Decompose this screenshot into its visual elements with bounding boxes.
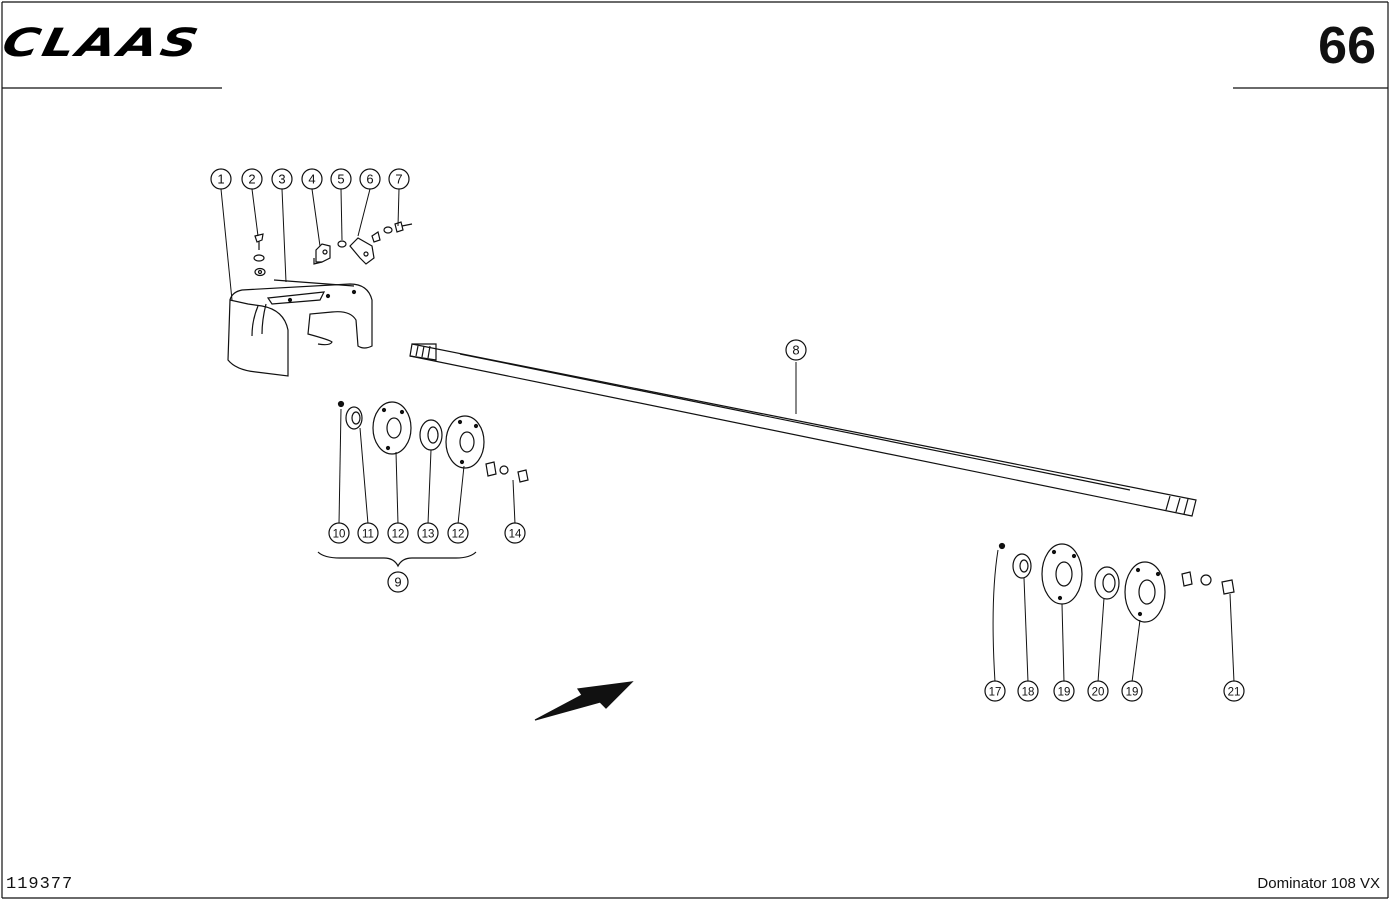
callout-label: 12: [452, 529, 465, 541]
direction-arrow: [534, 681, 634, 721]
callout-circle: [210, 168, 232, 190]
callout-1: 1: [210, 168, 232, 190]
callout-circle: [785, 339, 807, 361]
callout-label: 9: [394, 575, 401, 590]
callout-18: 18: [1017, 680, 1039, 702]
callout-label: 5: [337, 172, 344, 187]
callout-label: 20: [1092, 687, 1105, 699]
callout-19: 19: [1121, 680, 1143, 702]
callout-label: 18: [1022, 687, 1035, 699]
callout-label: 1: [217, 172, 224, 187]
callout-label: 10: [333, 529, 346, 541]
bracket-4: [313, 243, 331, 265]
right-bearing-group: [998, 542, 1235, 623]
callout-19: 19: [1053, 680, 1075, 702]
callout-5: 5: [330, 168, 352, 190]
callout-21: 21: [1223, 680, 1245, 702]
callout-label: 4: [308, 172, 315, 187]
callout-9: 9: [387, 571, 409, 593]
callout-circle: [241, 168, 263, 190]
drive-shaft: [409, 343, 1197, 517]
callout-3: 3: [271, 168, 293, 190]
callout-circle: [984, 680, 1006, 702]
callout-7: 7: [388, 168, 410, 190]
callout-label: 19: [1058, 687, 1071, 699]
callout-circle: [417, 522, 439, 544]
callout-circle: [271, 168, 293, 190]
callout-label: 3: [278, 172, 285, 187]
callout-label: 12: [392, 529, 405, 541]
left-bearing-group: [337, 400, 529, 483]
callout-10: 10: [328, 522, 350, 544]
guard-shield: [227, 279, 373, 377]
model-name: Dominator 108 VX: [1257, 875, 1380, 892]
callout-circle: [328, 522, 350, 544]
callout-20: 20: [1087, 680, 1109, 702]
callout-circle: [387, 522, 409, 544]
callout-12: 12: [387, 522, 409, 544]
callout-12: 12: [447, 522, 469, 544]
guard-bolt-stack: [253, 233, 266, 277]
callout-label: 8: [792, 343, 799, 358]
callout-label: 14: [509, 529, 522, 541]
callout-circle: [388, 168, 410, 190]
callout-circle: [1017, 680, 1039, 702]
callout-circle: [357, 522, 379, 544]
callout-label: 6: [366, 172, 373, 187]
leader-lines: [220, 188, 1235, 683]
bolt-7: [371, 221, 413, 243]
callout-circle: [1223, 680, 1245, 702]
drawing-number: 119377: [6, 875, 74, 894]
callout-11: 11: [357, 522, 379, 544]
callout-2: 2: [241, 168, 263, 190]
callout-label: 21: [1228, 687, 1241, 699]
callout-14: 14: [504, 522, 526, 544]
callout-label: 17: [989, 687, 1002, 699]
callout-label: 11: [362, 529, 374, 541]
callout-circle: [387, 571, 409, 593]
callout-circle: [1087, 680, 1109, 702]
callout-label: 19: [1126, 687, 1139, 699]
callout-17: 17: [984, 680, 1006, 702]
page-number: 66: [1318, 17, 1376, 75]
callout-label: 2: [248, 172, 255, 187]
callout-label: 7: [395, 172, 402, 187]
callout-label: 13: [422, 529, 435, 541]
callout-circle: [301, 168, 323, 190]
callout-circle: [330, 168, 352, 190]
callout-4: 4: [301, 168, 323, 190]
callout-6: 6: [359, 168, 381, 190]
washer-5: [337, 240, 347, 248]
callout-circle: [447, 522, 469, 544]
callout-circle: [1121, 680, 1143, 702]
callout-8: 8: [785, 339, 807, 361]
callout-13: 13: [417, 522, 439, 544]
bracket-6: [349, 237, 375, 265]
callout-circle: [504, 522, 526, 544]
callout-circle: [1053, 680, 1075, 702]
callout-circle: [359, 168, 381, 190]
group-bracket-9: [317, 551, 477, 568]
